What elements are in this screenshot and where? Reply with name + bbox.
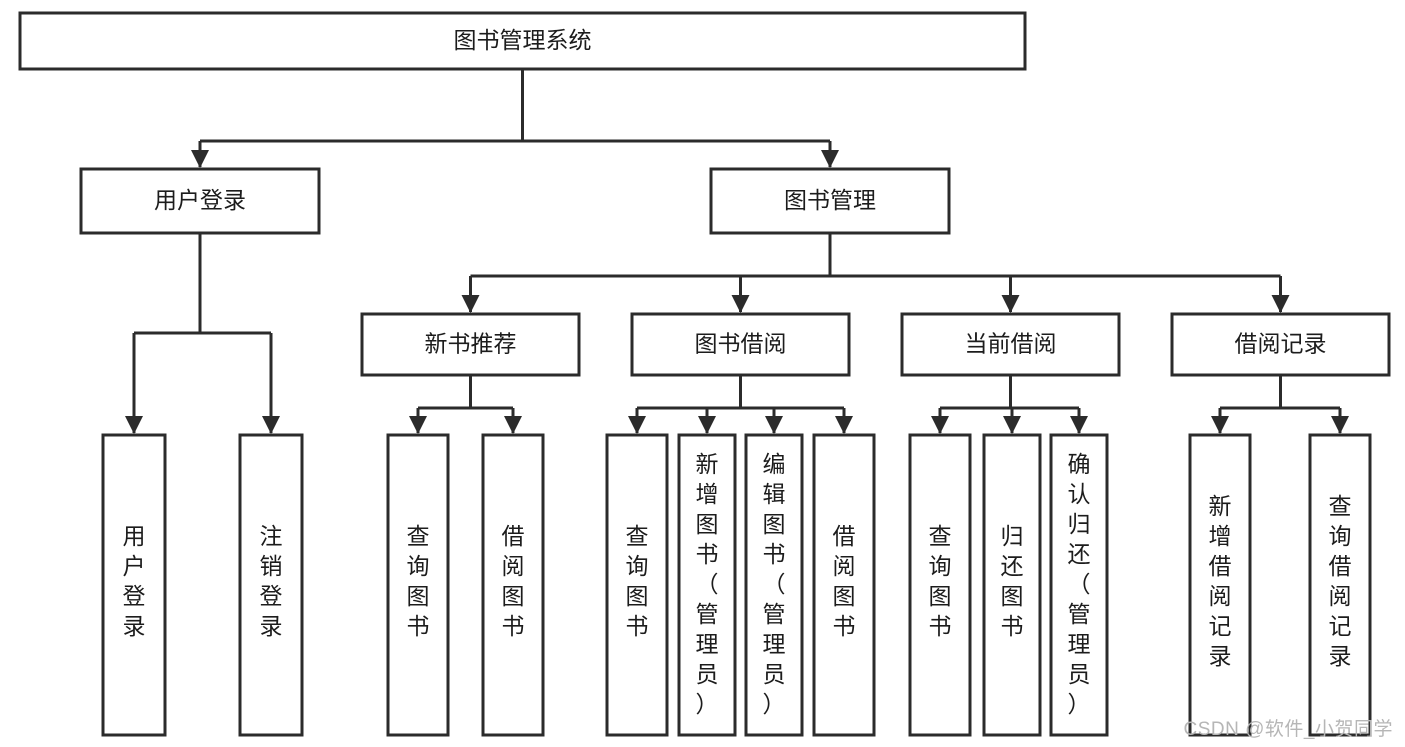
node-level3-借阅记录-label: 借阅记录 <box>1235 331 1327 357</box>
connector-lines <box>125 69 1349 434</box>
arrow-head-icon <box>931 416 949 434</box>
arrow-head-icon <box>409 416 427 434</box>
node-leaf-0-用户登录-label: 用户登录 <box>123 523 146 639</box>
node-level3-图书借阅-label: 图书借阅 <box>695 331 787 357</box>
node-leaf-7-借阅图书[interactable]: 借阅图书 <box>812 433 876 737</box>
node-level3-当前借阅[interactable]: 当前借阅 <box>900 312 1121 377</box>
node-level2-用户登录-label: 用户登录 <box>154 187 246 213</box>
node-level3-图书借阅[interactable]: 图书借阅 <box>630 312 851 377</box>
node-leaf-4-查询图书[interactable]: 查询图书 <box>605 433 669 737</box>
node-leaf-5-新增图书管理员-rect[interactable] <box>677 433 737 737</box>
node-level3-借阅记录[interactable]: 借阅记录 <box>1170 312 1391 377</box>
node-leaf-2-查询图书[interactable]: 查询图书 <box>386 433 450 737</box>
node-leaf-2-查询图书-rect[interactable] <box>386 433 450 737</box>
node-level3-新书推荐-rect[interactable] <box>360 312 581 377</box>
node-leaf-12-查询借阅记录-label: 查询借阅记录 <box>1329 493 1352 669</box>
node-level2-图书管理[interactable]: 图书管理 <box>709 167 951 235</box>
node-level3-当前借阅-rect[interactable] <box>900 312 1121 377</box>
node-level3-新书推荐[interactable]: 新书推荐 <box>360 312 581 377</box>
node-leaf-10-确认归还管理员[interactable]: 确认归还（管理员） <box>1049 433 1109 737</box>
node-leaf-9-归还图书-label: 归还图书 <box>1001 523 1024 639</box>
node-leaf-6-编辑图书管理员-label: 编辑图书（管理员） <box>763 451 786 717</box>
node-leaf-1-注销登录[interactable]: 注销登录 <box>238 433 304 737</box>
arrow-head-icon <box>125 416 143 434</box>
node-leaf-7-借阅图书-label: 借阅图书 <box>833 523 856 639</box>
node-leaf-6-编辑图书管理员-rect[interactable] <box>744 433 804 737</box>
node-leaf-4-查询图书-label: 查询图书 <box>626 523 649 639</box>
node-leaf-5-新增图书管理员-label: 新增图书（管理员） <box>696 451 719 717</box>
node-boxes: 图书管理系统用户登录图书管理新书推荐图书借阅当前借阅借阅记录用户登录注销登录查询… <box>18 11 1391 737</box>
node-leaf-3-借阅图书-rect[interactable] <box>481 433 545 737</box>
node-level3-当前借阅-label: 当前借阅 <box>965 331 1057 357</box>
arrow-head-icon <box>504 416 522 434</box>
arrow-head-icon <box>191 150 209 168</box>
node-leaf-3-借阅图书-label: 借阅图书 <box>502 523 525 639</box>
node-level2-图书管理-label: 图书管理 <box>784 187 876 213</box>
node-leaf-9-归还图书[interactable]: 归还图书 <box>982 433 1042 737</box>
arrow-head-icon <box>821 150 839 168</box>
node-leaf-0-用户登录[interactable]: 用户登录 <box>101 433 167 737</box>
node-leaf-12-查询借阅记录[interactable]: 查询借阅记录 <box>1308 433 1372 737</box>
node-leaf-7-借阅图书-rect[interactable] <box>812 433 876 737</box>
node-leaf-8-查询图书-rect[interactable] <box>908 433 972 737</box>
node-root-图书管理系统-rect[interactable] <box>18 11 1027 71</box>
node-leaf-9-归还图书-rect[interactable] <box>982 433 1042 737</box>
node-level3-新书推荐-label: 新书推荐 <box>425 331 517 357</box>
node-root-图书管理系统[interactable]: 图书管理系统 <box>18 11 1027 71</box>
node-leaf-8-查询图书-label: 查询图书 <box>929 523 952 639</box>
node-level2-用户登录-rect[interactable] <box>79 167 321 235</box>
arrow-head-icon <box>1070 416 1088 434</box>
arrow-head-icon <box>628 416 646 434</box>
arrow-head-icon <box>698 416 716 434</box>
node-level3-借阅记录-rect[interactable] <box>1170 312 1391 377</box>
node-leaf-1-注销登录-rect[interactable] <box>238 433 304 737</box>
node-leaf-11-新增借阅记录[interactable]: 新增借阅记录 <box>1188 433 1252 737</box>
node-leaf-3-借阅图书[interactable]: 借阅图书 <box>481 433 545 737</box>
node-level2-用户登录[interactable]: 用户登录 <box>79 167 321 235</box>
node-leaf-4-查询图书-rect[interactable] <box>605 433 669 737</box>
arrow-head-icon <box>262 416 280 434</box>
arrow-head-icon <box>731 295 750 313</box>
node-leaf-10-确认归还管理员-label: 确认归还（管理员） <box>1068 451 1091 717</box>
node-level2-图书管理-rect[interactable] <box>709 167 951 235</box>
arrow-head-icon <box>1211 416 1229 434</box>
node-leaf-10-确认归还管理员-rect[interactable] <box>1049 433 1109 737</box>
arrow-head-icon <box>1003 416 1021 434</box>
arrow-head-icon <box>835 416 853 434</box>
arrow-head-icon <box>461 295 480 313</box>
node-leaf-6-编辑图书管理员[interactable]: 编辑图书（管理员） <box>744 433 804 737</box>
node-leaf-11-新增借阅记录-label: 新增借阅记录 <box>1209 493 1232 669</box>
node-leaf-0-用户登录-rect[interactable] <box>101 433 167 737</box>
node-leaf-8-查询图书[interactable]: 查询图书 <box>908 433 972 737</box>
node-leaf-12-查询借阅记录-rect[interactable] <box>1308 433 1372 737</box>
node-leaf-2-查询图书-label: 查询图书 <box>407 523 430 639</box>
arrow-head-icon <box>1271 295 1290 313</box>
node-leaf-5-新增图书管理员[interactable]: 新增图书（管理员） <box>677 433 737 737</box>
arrow-head-icon <box>1331 416 1349 434</box>
node-leaf-11-新增借阅记录-rect[interactable] <box>1188 433 1252 737</box>
arrow-head-icon <box>1001 295 1020 313</box>
node-level3-图书借阅-rect[interactable] <box>630 312 851 377</box>
node-root-图书管理系统-label: 图书管理系统 <box>454 27 592 53</box>
arrow-head-icon <box>765 416 783 434</box>
node-leaf-1-注销登录-label: 注销登录 <box>260 523 283 639</box>
